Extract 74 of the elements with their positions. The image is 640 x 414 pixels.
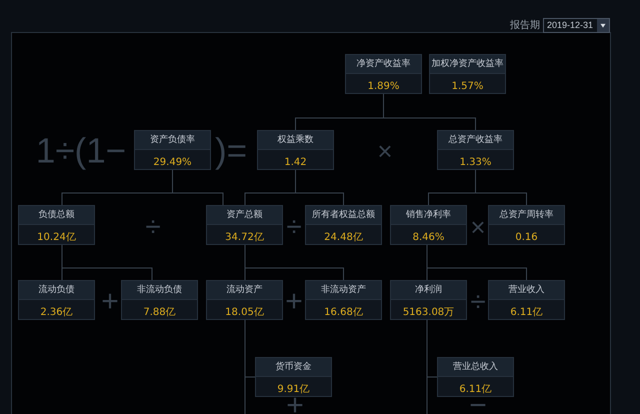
metric-card [134,130,211,170]
metric-title: 营业总收入 [438,358,513,377]
metric-value: 1.33% [460,156,492,169]
operator-symbol: ÷ [145,213,161,241]
metric-card [390,280,467,320]
operator-symbol: × [470,214,486,240]
metric-card [18,280,95,320]
metric-card [121,280,198,320]
operator-symbol: + [285,287,303,317]
metric-title: 总资产周转率 [489,206,564,225]
metric-card [18,205,95,245]
metric-card [429,54,506,94]
metric-card [257,130,334,170]
metric-card [206,205,283,245]
date-select: 2019-12-31 [543,18,610,33]
formula-text: )= [214,134,248,168]
metric-title: 流动负债 [19,281,94,300]
metric-title: 净资产收益率 [346,55,421,74]
metric-value: 18.05亿 [225,306,264,319]
connector-line [62,244,152,280]
metric-card [255,357,332,397]
metric-value: 5163.08万 [402,306,454,319]
metric-card [305,205,382,245]
operator-symbol: ÷ [470,288,486,316]
metric-title: 负债总额 [19,206,94,225]
metric-value: 29.49% [153,156,192,169]
metric-value: 1.89% [368,80,400,93]
metric-value: 1.42 [284,156,307,169]
metric-value: 6.11亿 [459,383,492,396]
metric-value: 6.11亿 [510,306,543,319]
operator-symbol: ÷ [286,213,302,241]
field-label: 报告期 [510,19,540,32]
metric-title: 资产总额 [207,206,282,225]
metric-title: 资产负债率 [135,131,210,150]
metric-value: 8.46% [412,231,444,244]
metric-value: 9.91亿 [277,383,310,396]
metric-value: 34.72亿 [225,231,264,244]
metric-title: 流动资产 [207,281,282,300]
connector-line [244,244,344,280]
metric-title: 销售净利率 [391,206,466,225]
metric-value: 0.16 [515,231,538,244]
metric-value: 2.36亿 [40,306,73,319]
metric-card [206,280,283,320]
metric-value: 10.24亿 [37,231,76,244]
metric-title: 营业收入 [489,281,564,300]
connector-line [475,170,527,206]
connector-line [426,320,428,414]
connector-line [295,170,344,206]
metric-title: 非流动负债 [122,281,197,300]
metric-card [437,130,514,170]
metric-title: 加权净资产收益率 [430,55,505,74]
metric-value: 7.88亿 [143,306,176,319]
metric-value: 24.48亿 [324,231,363,244]
metric-title: 货币资金 [256,358,331,377]
metric-title: 非流动资产 [306,281,381,300]
formula-text: 1÷(1− [36,134,126,168]
metric-title: 总资产收益率 [438,131,513,150]
connector-line [383,94,476,130]
metric-title: 所有者权益总额 [306,206,381,225]
metric-card [488,280,565,320]
metric-title: 权益乘数 [258,131,333,150]
connector-line [426,244,527,280]
metric-title: 净利润 [391,281,466,300]
operator-symbol: + [101,287,119,317]
connector-line [172,170,224,206]
metric-card [488,205,565,245]
metric-value: 16.68亿 [324,306,363,319]
metric-value: 1.57% [452,80,484,93]
metric-card [305,280,382,320]
connector-line [244,320,246,414]
metric-card [390,205,467,245]
metric-card [437,357,514,397]
metric-card [345,54,422,94]
operator-symbol: × [377,138,393,164]
